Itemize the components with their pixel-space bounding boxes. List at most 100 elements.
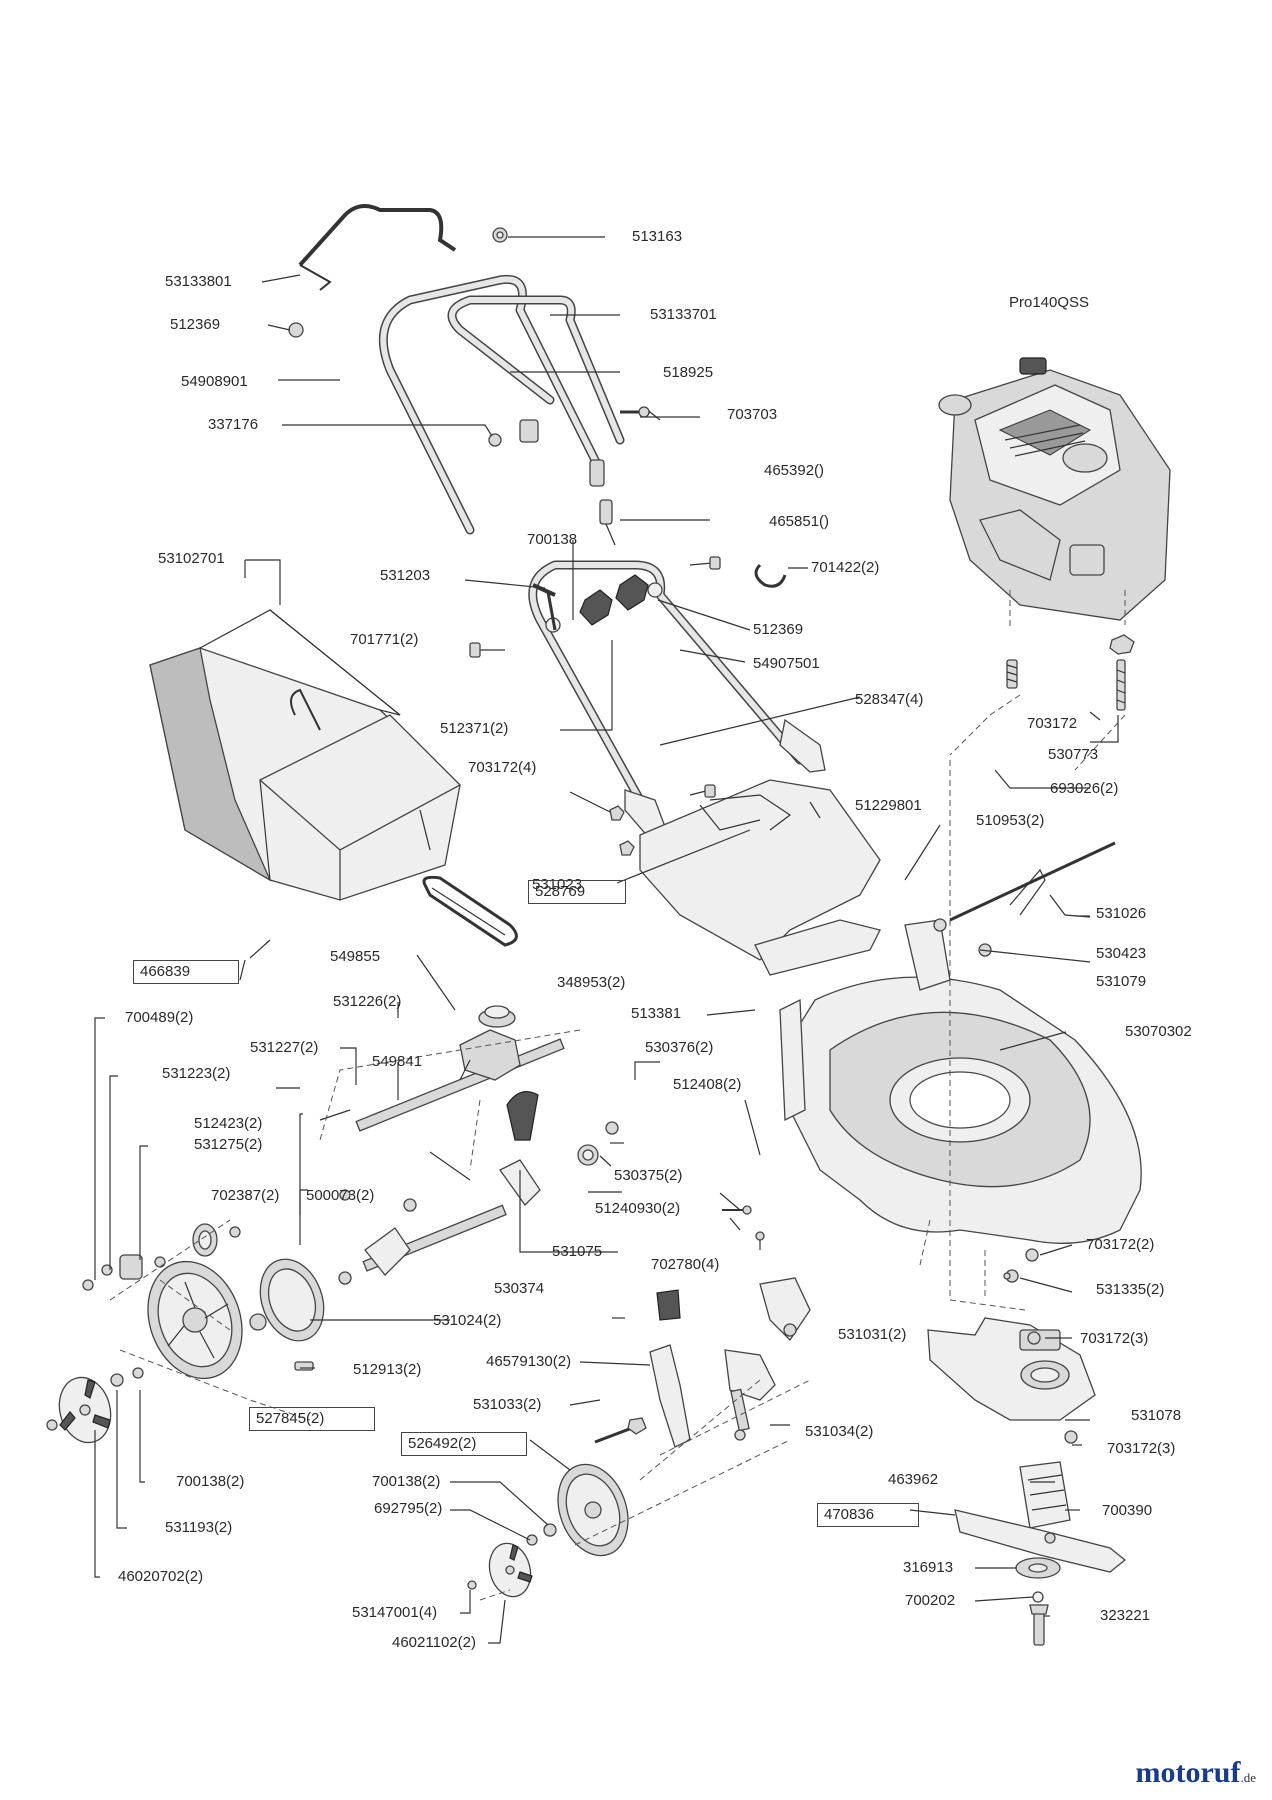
part-number-label: 531275(2) <box>194 1136 263 1153</box>
rear-flap <box>639 779 881 976</box>
part-number-label: 693026(2) <box>1050 780 1119 797</box>
part-number-label: 703172(3) <box>1107 1440 1176 1457</box>
drive-belt <box>422 875 518 947</box>
part-number-label: 531193(2) <box>165 1519 233 1536</box>
part-number-label: 512423(2) <box>194 1115 263 1132</box>
part-number-label: 531335(2) <box>1096 1281 1165 1298</box>
part-number-label: 531223(2) <box>162 1065 231 1082</box>
part-number-label: 700202 <box>905 1592 956 1609</box>
handle-knobs <box>469 556 787 856</box>
part-number-label: 531033(2) <box>473 1396 542 1413</box>
part-number-label: 703172(2) <box>1086 1236 1155 1253</box>
engine-model-label: Pro140QSS <box>1009 294 1090 311</box>
lower-handle <box>528 560 826 846</box>
part-number-label: 549841 <box>372 1053 423 1070</box>
part-number-label: 323221 <box>1100 1607 1151 1624</box>
part-number-label: 531203 <box>380 567 431 584</box>
part-number-label: 531031(2) <box>838 1326 907 1343</box>
part-number-label: 513381 <box>631 1005 682 1022</box>
part-number-label: 51229801 <box>855 797 922 814</box>
gearbox-axle <box>319 1005 619 1285</box>
part-number-label: 530376(2) <box>645 1039 714 1056</box>
rear-deck-fasteners <box>1003 1248 1039 1283</box>
part-number-label: 692795(2) <box>374 1500 443 1517</box>
engine-bolts <box>1006 634 1135 711</box>
front-height-adjuster <box>594 1205 811 1448</box>
part-number-label: 703703 <box>727 406 778 423</box>
part-number-label: 53102701 <box>158 550 225 567</box>
part-number-label: 337176 <box>208 416 259 433</box>
front-wheel <box>467 1463 629 1598</box>
part-number-label: 700390 <box>1102 1502 1153 1519</box>
part-number-label: 700138 <box>527 531 578 548</box>
part-number-label: 528347(4) <box>855 691 924 708</box>
part-number-label: 531075 <box>552 1243 603 1260</box>
upper-handle <box>378 274 625 535</box>
part-number-label: 46020702(2) <box>118 1568 204 1585</box>
part-number-label: 703172(3) <box>1080 1330 1149 1347</box>
part-number-label: 53147001(4) <box>352 1604 438 1621</box>
part-number-label: 531227(2) <box>250 1039 319 1056</box>
part-number-label: 54907501 <box>753 655 820 672</box>
part-number-label: 531034(2) <box>805 1423 874 1440</box>
part-number-label: 512913(2) <box>353 1361 422 1378</box>
part-number-boxed-label: 527845(2) <box>249 1407 375 1431</box>
part-number-label: 700138(2) <box>176 1473 245 1490</box>
rear-wheel-small-parts <box>82 1223 325 1387</box>
part-number-label: 701771(2) <box>350 631 419 648</box>
part-number-label: 530423 <box>1096 945 1147 962</box>
part-number-label: 348953(2) <box>557 974 626 991</box>
mower-deck <box>779 919 1142 1244</box>
part-number-label: 53133801 <box>165 273 232 290</box>
part-number-label: 46579130(2) <box>486 1353 572 1370</box>
part-number-label: 518925 <box>663 364 714 381</box>
assembly-guide-lines <box>109 590 1126 1601</box>
part-number-label: 700138(2) <box>372 1473 441 1490</box>
part-number-label: 531078 <box>1131 1407 1182 1424</box>
part-number-boxed-label: 526492(2) <box>401 1432 527 1456</box>
part-number-label: 51240930(2) <box>595 1200 681 1217</box>
part-number-label: 701422(2) <box>811 559 880 576</box>
blade-carrier <box>927 1317 1127 1646</box>
cable-parts <box>288 227 650 546</box>
grass-catcher <box>149 609 462 901</box>
drive-shaft <box>933 841 1116 957</box>
part-number-label: 53070302 <box>1125 1023 1192 1040</box>
part-number-label: 531079 <box>1096 973 1147 990</box>
part-number-label: 465851() <box>769 513 830 530</box>
part-number-label: 53133701 <box>650 306 717 323</box>
part-number-label: 463962 <box>888 1471 939 1488</box>
part-number-label: 530374 <box>494 1280 545 1297</box>
part-number-label: 465392() <box>764 462 825 479</box>
part-number-boxed-label: 470836 <box>817 1503 919 1527</box>
part-number-label: 531226(2) <box>333 993 402 1010</box>
part-number-label: 513163 <box>632 228 683 245</box>
part-number-label: 316913 <box>903 1559 954 1576</box>
part-number-label: 703172(4) <box>468 759 537 776</box>
bail-lever <box>298 204 457 291</box>
part-number-boxed-label: 466839 <box>133 960 239 984</box>
leader-lines <box>94 236 1119 1644</box>
part-number-label: 530773 <box>1048 746 1099 763</box>
part-number-label: 46021102(2) <box>392 1634 476 1651</box>
part-number-boxed-label: 528769 <box>528 880 626 904</box>
part-number-label: 531026 <box>1096 905 1147 922</box>
part-number-label: 510953(2) <box>976 812 1045 829</box>
part-number-label: 512408(2) <box>673 1076 742 1093</box>
part-number-label: 531024(2) <box>433 1312 502 1329</box>
part-number-label: 703172 <box>1027 715 1078 732</box>
part-number-label: 512369 <box>170 316 221 333</box>
part-number-label: 702387(2) <box>211 1187 280 1204</box>
part-number-label: 549855 <box>330 948 381 965</box>
part-number-label: 700489(2) <box>125 1009 194 1026</box>
rear-hubcap <box>46 1376 112 1444</box>
part-number-label: 512369 <box>753 621 804 638</box>
rear-wheel <box>147 1260 243 1380</box>
part-number-label: 702780(4) <box>651 1256 720 1273</box>
part-number-label: 530375(2) <box>614 1167 683 1184</box>
part-number-label: 500073(2) <box>306 1187 375 1204</box>
part-number-label: 54908901 <box>181 373 248 390</box>
brand-watermark: motoruf.de <box>1135 1756 1256 1789</box>
engine <box>938 357 1171 621</box>
